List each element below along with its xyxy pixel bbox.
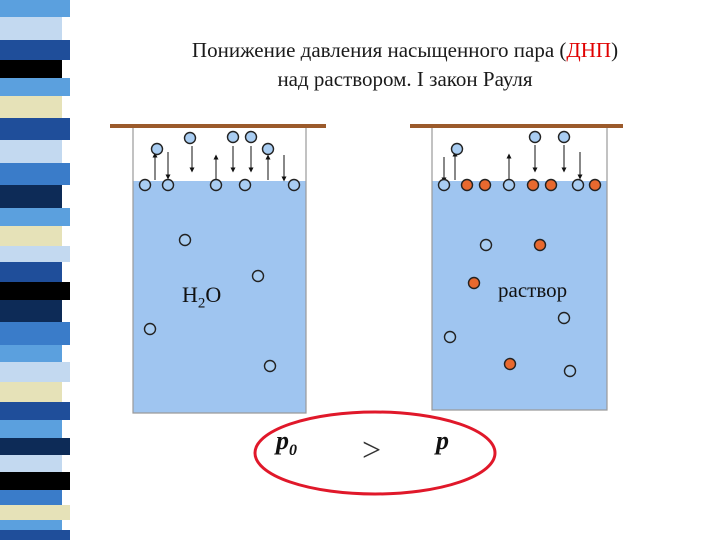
solute-molecule bbox=[544, 178, 558, 192]
stripe-segment bbox=[0, 472, 70, 490]
stripe-segment bbox=[0, 96, 62, 118]
stripe-segment bbox=[0, 382, 62, 402]
liquid-molecule bbox=[443, 330, 457, 344]
solution-vessel bbox=[410, 124, 623, 411]
surface-molecule bbox=[571, 178, 585, 192]
vapor-molecule bbox=[528, 130, 542, 144]
stripe-segment bbox=[0, 300, 62, 322]
stripe-segment bbox=[0, 208, 70, 226]
stripe-segment bbox=[0, 505, 70, 520]
stripe-segment bbox=[0, 40, 70, 60]
vapor-molecule bbox=[557, 130, 571, 144]
solute-molecule bbox=[503, 357, 517, 371]
stripe-segment bbox=[0, 438, 70, 455]
greater-than-sign: > bbox=[362, 432, 382, 469]
vapor-molecule bbox=[244, 130, 258, 144]
solution-liquid bbox=[432, 181, 607, 410]
vapor-molecule bbox=[150, 142, 164, 156]
solvent-molecules bbox=[138, 130, 301, 373]
solvent-vapor-arrows bbox=[152, 146, 287, 182]
liquid-molecule bbox=[479, 238, 493, 252]
stripe-segment bbox=[0, 455, 62, 472]
stripe-segment bbox=[0, 60, 62, 78]
title-line1-highlight: ДНП bbox=[566, 38, 612, 62]
comparison-ellipse bbox=[253, 410, 497, 496]
surface-molecule bbox=[502, 178, 516, 192]
stripe-segment bbox=[0, 226, 62, 246]
solution-vessel-walls bbox=[431, 128, 608, 411]
vapor-molecule bbox=[450, 142, 464, 156]
stripe-segment bbox=[0, 262, 62, 282]
decorative-stripe bbox=[0, 0, 70, 540]
slide-title: Понижение давления насыщенного пара (ДНП… bbox=[90, 36, 720, 94]
pure-solvent-pressure-label: p0 bbox=[276, 426, 297, 460]
vapor-molecule bbox=[183, 131, 197, 145]
water-formula-label: H2O bbox=[182, 282, 222, 312]
title-line2: над раствором. I закон Рауля bbox=[277, 67, 533, 91]
solvent-vessel bbox=[110, 124, 326, 414]
liquid-molecule bbox=[563, 364, 577, 378]
stripe-segment bbox=[0, 345, 62, 362]
solute-molecule bbox=[588, 178, 602, 192]
stripe-segment bbox=[0, 520, 62, 530]
stripe-segment bbox=[0, 282, 70, 300]
liquid-molecule bbox=[143, 322, 157, 336]
stripe-segment bbox=[0, 246, 70, 262]
stripe-segment bbox=[0, 185, 62, 208]
solvent-vessel-walls bbox=[132, 128, 307, 414]
vapor-molecule bbox=[226, 130, 240, 144]
solute-molecule bbox=[467, 276, 481, 290]
solution-solvent-molecules bbox=[437, 130, 585, 378]
title-line1-after: ) bbox=[611, 38, 619, 62]
stripe-segment bbox=[0, 322, 70, 345]
surface-molecule bbox=[209, 178, 223, 192]
title-line1-before: Понижение давления насыщенного пара ( bbox=[191, 38, 567, 62]
surface-molecule bbox=[138, 178, 152, 192]
stripe-segment bbox=[0, 420, 62, 438]
solute-molecule bbox=[460, 178, 474, 192]
solute-molecule bbox=[526, 178, 540, 192]
solution-pressure-label: p bbox=[436, 426, 449, 455]
stripe-segment bbox=[0, 140, 62, 163]
surface-molecule bbox=[437, 178, 451, 192]
solution-label: раствор bbox=[498, 278, 568, 302]
liquid-molecule bbox=[557, 311, 571, 325]
surface-molecule bbox=[238, 178, 252, 192]
solute-molecule bbox=[478, 178, 492, 192]
stripe-segment bbox=[0, 0, 70, 17]
stripe-segment bbox=[0, 118, 70, 140]
solute-molecule bbox=[533, 238, 547, 252]
solution-vapor-arrows bbox=[441, 145, 583, 183]
stripe-segment bbox=[0, 402, 70, 420]
liquid-molecule bbox=[178, 233, 192, 247]
solvent-liquid bbox=[133, 181, 306, 413]
solute-molecules bbox=[460, 178, 602, 371]
stripe-segment bbox=[0, 490, 62, 505]
surface-molecule bbox=[161, 178, 175, 192]
stripe-segment bbox=[0, 163, 70, 185]
surface-molecule bbox=[287, 178, 301, 192]
stripe-segment bbox=[0, 78, 70, 96]
liquid-molecule bbox=[251, 269, 265, 283]
liquid-molecule bbox=[263, 359, 277, 373]
stripe-segment bbox=[0, 362, 70, 382]
stripe-segment bbox=[0, 530, 70, 540]
stripe-segment bbox=[0, 17, 62, 40]
vapor-molecule bbox=[261, 142, 275, 156]
